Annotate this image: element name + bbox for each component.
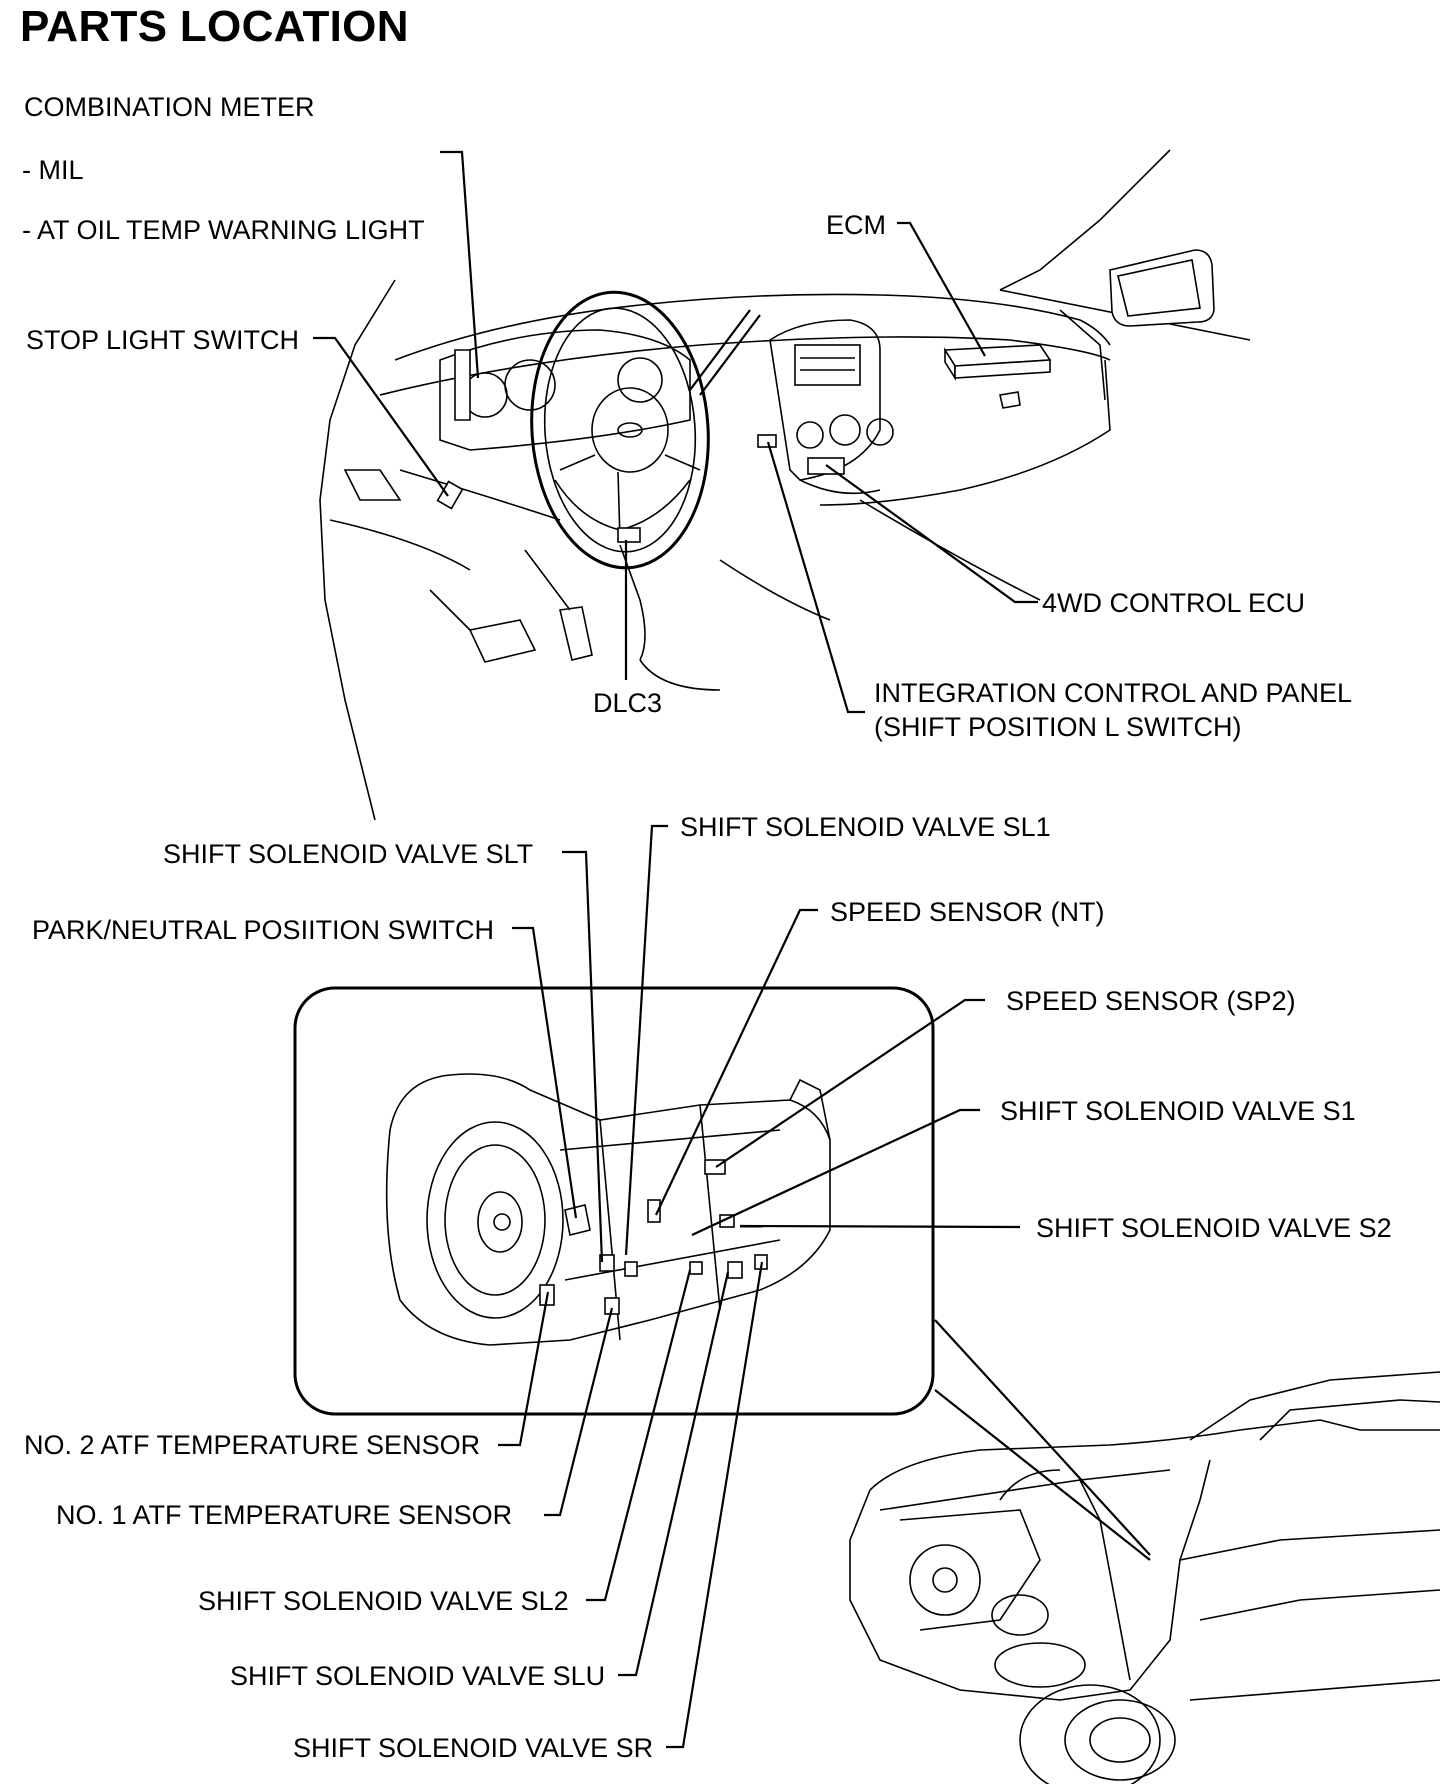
- label-shift-solenoid-s1: SHIFT SOLENOID VALVE S1: [1000, 1096, 1356, 1126]
- label-ecm: ECM: [826, 210, 886, 240]
- label-shift-solenoid-slt: SHIFT SOLENOID VALVE SLT: [163, 839, 534, 869]
- label-integration-control: INTEGRATION CONTROL AND PANEL: [874, 678, 1353, 708]
- label-shift-solenoid-sl1: SHIFT SOLENOID VALVE SL1: [680, 812, 1051, 842]
- label-shift-solenoid-sl2: SHIFT SOLENOID VALVE SL2: [198, 1586, 569, 1616]
- label-dlc3: DLC3: [593, 688, 663, 718]
- label-park-neutral-switch: PARK/NEUTRAL POSIITION SWITCH: [32, 915, 495, 945]
- label-speed-sensor-nt: SPEED SENSOR (NT): [830, 897, 1105, 927]
- label-stop-light-switch: STOP LIGHT SWITCH: [26, 325, 300, 355]
- label-atf-temp-sensor-1: NO. 1 ATF TEMPERATURE SENSOR: [56, 1500, 513, 1530]
- page-title: PARTS LOCATION: [20, 2, 409, 51]
- label-speed-sensor-sp2: SPEED SENSOR (SP2): [1006, 986, 1296, 1016]
- label-at-oil-temp-warning: - AT OIL TEMP WARNING LIGHT: [22, 215, 425, 245]
- label-combination-meter: COMBINATION METER: [24, 92, 315, 122]
- label-mil: - MIL: [22, 155, 84, 185]
- transmission-inset: [293, 986, 935, 1416]
- label-shift-solenoid-s2: SHIFT SOLENOID VALVE S2: [1036, 1213, 1392, 1243]
- leader-lines: [313, 150, 1038, 1749]
- label-shift-position-l-switch: (SHIFT POSITION L SWITCH): [874, 712, 1242, 742]
- inset-connector-line: [934, 1319, 1151, 1561]
- vehicle-illustration: [849, 1371, 1440, 1784]
- label-atf-temp-sensor-2: NO. 2 ATF TEMPERATURE SENSOR: [24, 1430, 481, 1460]
- label-shift-solenoid-sr: SHIFT SOLENOID VALVE SR: [293, 1733, 654, 1763]
- label-4wd-control-ecu: 4WD CONTROL ECU: [1042, 588, 1306, 618]
- label-shift-solenoid-slu: SHIFT SOLENOID VALVE SLU: [230, 1661, 606, 1691]
